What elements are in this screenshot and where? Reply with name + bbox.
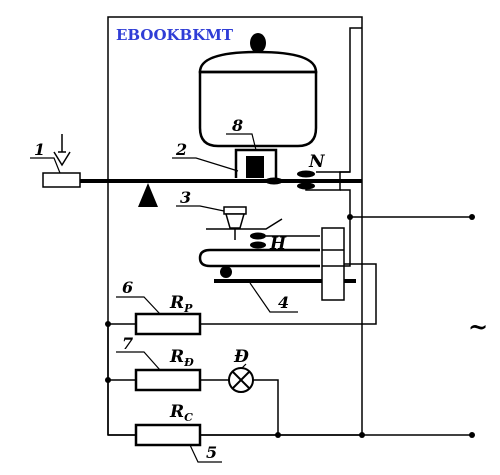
label-contact-n: N [308,152,326,172]
leader-8 [226,133,257,151]
contact-n-upper [265,177,283,185]
label-rc: RC [169,402,193,424]
contact-h-lower [250,241,266,249]
pot-body [198,70,318,148]
bimetal-assembly [198,217,377,325]
label-lamp: Đ [233,347,249,367]
pot-supply-wire [316,27,362,173]
contact-n-top [297,170,315,178]
rd-main: R [169,347,184,367]
permanent-magnet [246,156,264,178]
rp-return-wire [200,263,377,325]
contact-h [250,232,320,249]
insulator-block [321,227,345,301]
label-5: 5 [206,443,217,462]
cooking-pot [198,33,318,148]
label-8: 8 [231,116,243,135]
lamp-to-bottom-wire [253,379,279,435]
leader-4 [249,282,298,313]
n-to-junction-wire [340,189,351,217]
leader-5 [189,444,222,463]
rc-body [134,423,202,447]
label-contact-h: H [269,234,287,254]
press-arrow-icon [53,134,71,167]
terminal-top [469,214,475,220]
watermark-text: EBOOKBKMT [116,26,234,44]
thermostat-cap [223,206,247,215]
node-bottom [275,432,281,438]
label-1: 1 [34,140,45,159]
resistor-rp [108,312,202,336]
resistor-rd-branch [108,367,279,435]
contact-h-upper [250,232,266,240]
pot-lid [198,50,318,74]
rc-subscript: C [184,411,193,424]
leader-7 [116,351,161,371]
leader-lamp [241,363,247,369]
label-rp: RP [169,293,193,315]
terminal-bottom [469,432,475,438]
label-6: 6 [122,278,133,297]
rp-body [134,312,202,336]
label-3: 3 [180,188,191,207]
rc-main: R [169,402,184,422]
callout-leaders [30,133,298,463]
rd-subscript: Đ [183,356,194,369]
bimetal-strip [198,248,320,268]
label-rd: RĐ [169,347,194,369]
leader-3 [176,205,225,212]
bimetal-feed-wire [344,217,351,267]
label-4: 4 [278,293,289,312]
lever-pivot [138,183,158,207]
node-bottom-right [359,432,365,438]
ac-supply-symbol: ~ [468,312,488,341]
thermostat-body [225,213,245,229]
bimetal-contact-dot [220,266,232,278]
rp-subscript: P [183,302,193,315]
resistor-rc [108,423,475,447]
rp-main: R [169,293,184,313]
leader-1 [30,157,61,174]
push-button [42,172,81,188]
rd-body [134,368,202,392]
label-7: 7 [122,334,133,353]
lamp-cross-2 [231,370,251,390]
leader-2 [172,157,239,172]
leader-6 [116,296,161,315]
magnet-assembly [234,148,278,178]
pot-lid-knob [250,33,266,53]
label-2: 2 [175,140,187,159]
thermostat-spring-arm [206,218,283,230]
